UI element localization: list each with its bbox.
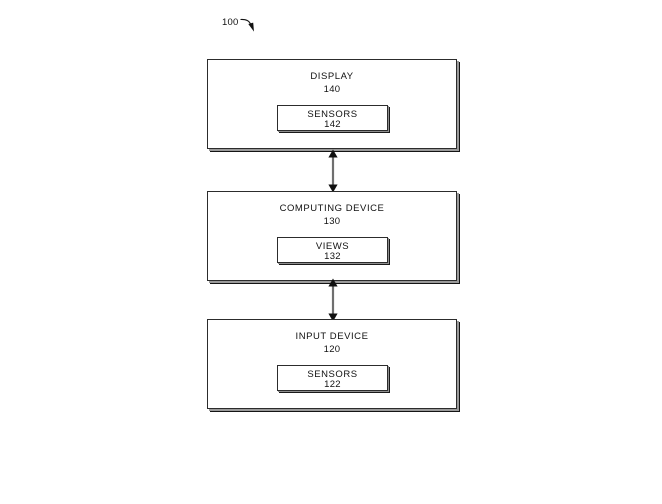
block-computing-device: COMPUTING DEVICE 130 VIEWS 132 <box>207 191 457 281</box>
inner-block-sensors: SENSORS 122 <box>277 365 388 391</box>
block-title: COMPUTING DEVICE <box>279 203 385 214</box>
inner-block-reference-number: 142 <box>324 119 341 130</box>
figure-reference-label: 100 <box>222 17 239 28</box>
inner-block-reference-number: 122 <box>324 379 341 390</box>
double-headed-arrow-icon <box>328 278 338 322</box>
inner-block-title: SENSORS <box>307 109 358 120</box>
block-title: DISPLAY <box>310 71 354 82</box>
double-headed-arrow-icon <box>328 149 338 193</box>
inner-block-sensors: SENSORS 142 <box>277 105 388 131</box>
block-reference-number: 120 <box>323 344 341 355</box>
inner-block-title: SENSORS <box>307 369 358 380</box>
block-reference-number: 130 <box>323 216 341 227</box>
block-reference-number: 140 <box>323 84 341 95</box>
curved-arrow-icon <box>240 18 254 32</box>
block-title: INPUT DEVICE <box>295 331 369 342</box>
inner-block-title: VIEWS <box>315 241 350 252</box>
block-display: DISPLAY 140 SENSORS 142 <box>207 59 457 149</box>
block-input-device: INPUT DEVICE 120 SENSORS 122 <box>207 319 457 409</box>
inner-block-reference-number: 132 <box>324 251 341 262</box>
inner-block-views: VIEWS 132 <box>277 237 388 263</box>
